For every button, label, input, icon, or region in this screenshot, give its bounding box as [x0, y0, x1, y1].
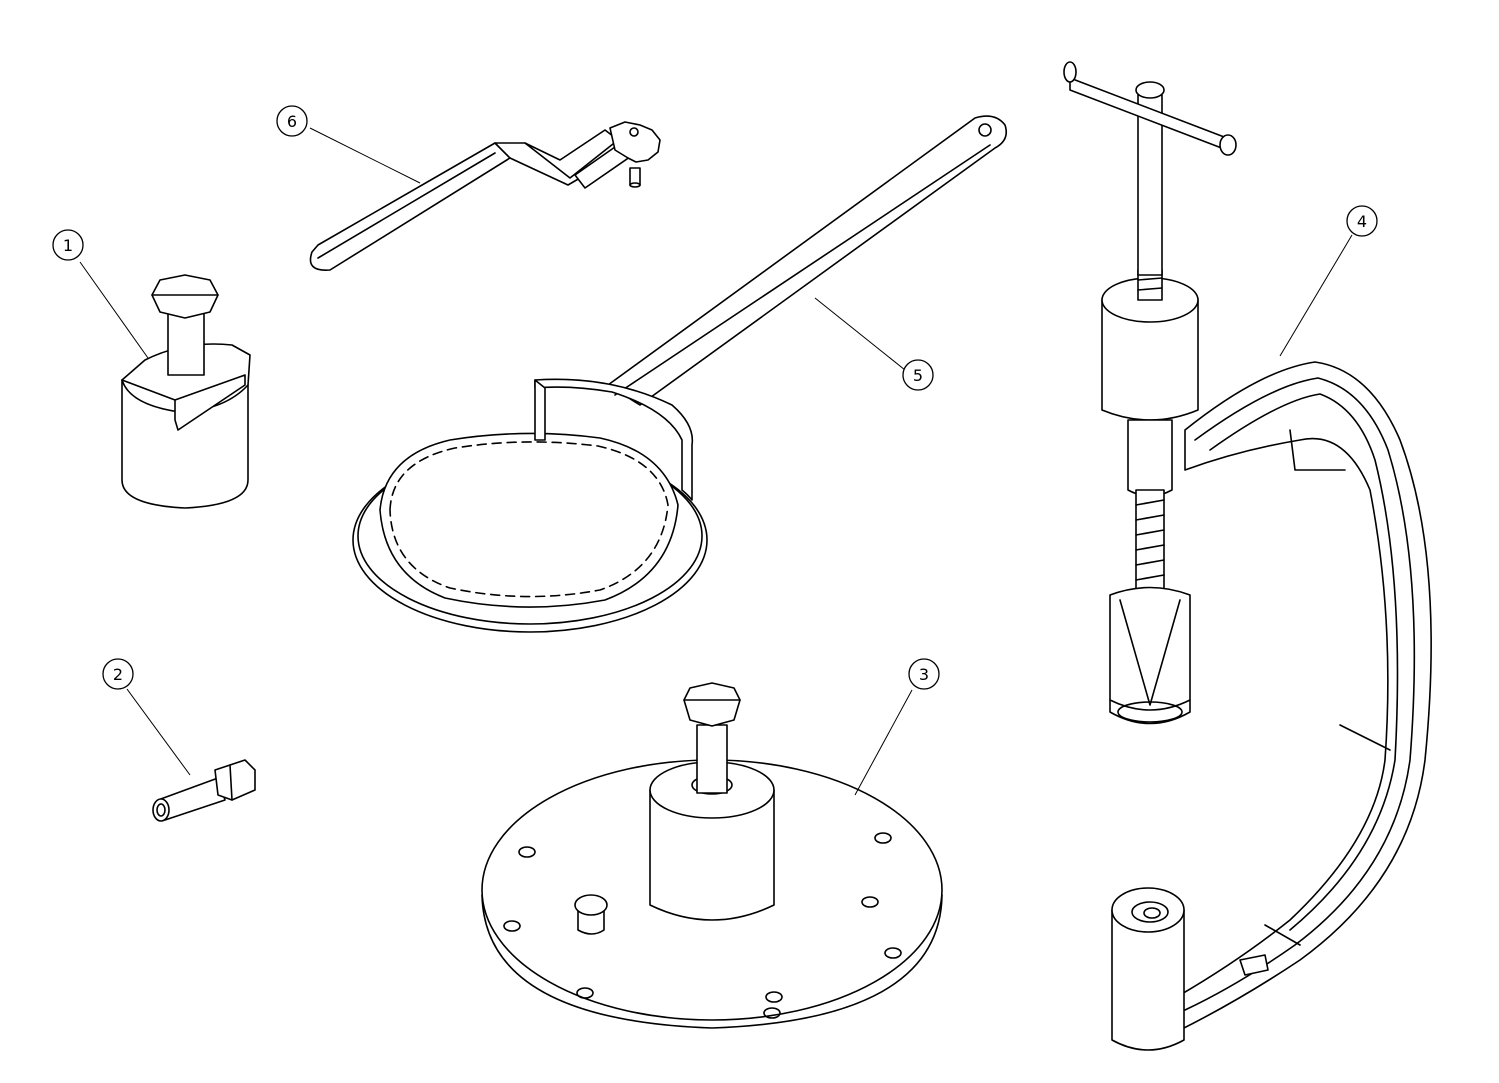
tool-4-c-clamp: [1063, 61, 1432, 1051]
callout-5-label: 5: [913, 366, 923, 385]
tool-2-bolt: [152, 759, 256, 822]
callout-2-label: 2: [113, 665, 123, 684]
callout-4-label: 4: [1357, 212, 1367, 231]
callout-1: 1: [52, 229, 84, 261]
callout-4: 4: [1346, 205, 1378, 237]
tool-6-bent-spanner: [309, 121, 661, 271]
callout-leaders: [79, 127, 1353, 796]
callout-3: 3: [908, 658, 940, 690]
callout-2: 2: [102, 658, 134, 690]
callout-5: 5: [902, 359, 934, 391]
callout-1-label: 1: [63, 236, 73, 255]
tool-5-ring-wrench: [352, 115, 1008, 633]
callout-3-label: 3: [919, 665, 929, 684]
callout-6-label: 6: [287, 112, 297, 131]
tool-3-base-plate: [481, 682, 943, 1029]
plate-holes: [503, 832, 902, 1019]
callout-6: 6: [276, 105, 308, 137]
tool-1-puller-block: [121, 274, 251, 509]
